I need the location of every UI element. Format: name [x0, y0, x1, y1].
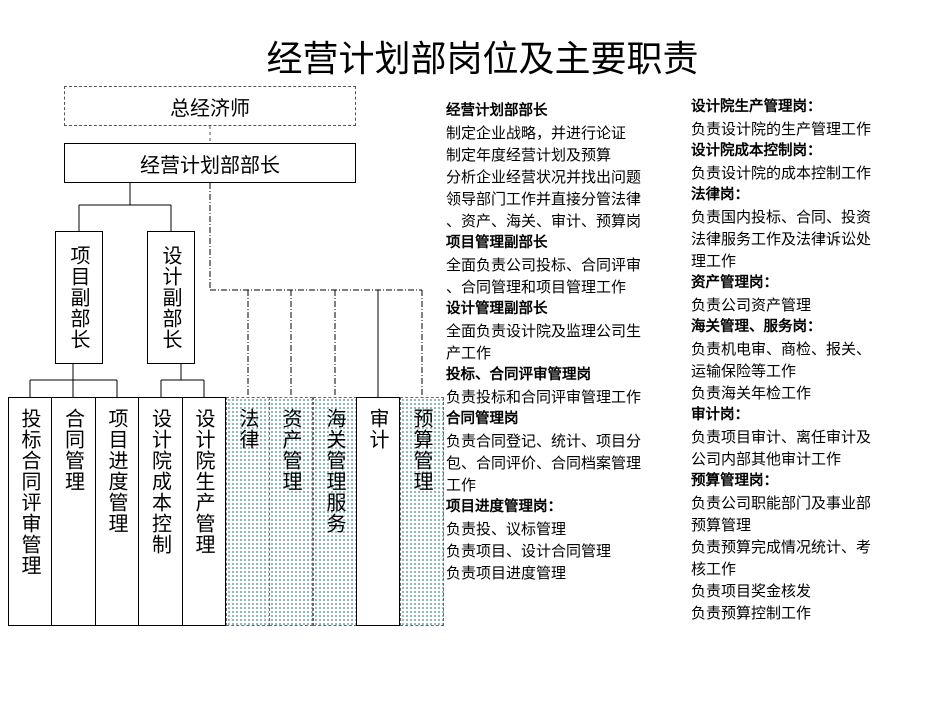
duty-line: 负责投、议标管理 [446, 520, 567, 538]
duty-line: 负责公司资产管理 [691, 296, 812, 314]
post-customs: 海关管理服务 [313, 397, 357, 626]
duty-line: 负责预算控制工作 [691, 604, 812, 622]
duty-line: 法律服务工作及法律诉讼处 [691, 230, 872, 248]
duty-heading: 项目进度管理岗： [446, 499, 562, 515]
page-title: 经营计划部岗位及主要职责 [266, 39, 699, 80]
duty-line: 负责项目进度管理 [446, 564, 567, 582]
duty-line: 负责投标和合同评审管理工作 [446, 388, 642, 406]
duties-left-column: 经营计划部部长制定企业战略，并进行论证制定年度经营计划及预算分析企业经营状况并找… [446, 100, 641, 584]
post-contract-management: 合同管理 [51, 397, 96, 626]
post-legal: 法律 [226, 397, 270, 626]
box-project-deputy-label: 项目副部长 [67, 245, 91, 350]
box-department-head: 经营计划部部长 [64, 143, 356, 183]
duty-heading: 设计管理副部长 [446, 301, 548, 317]
duty-line: 运输保险等工作 [691, 362, 797, 380]
box-design-deputy: 设计副部长 [147, 231, 195, 364]
post-label: 设计院成本控制 [148, 408, 173, 555]
duty-line: 核工作 [691, 560, 737, 578]
post-label: 预算管理 [410, 408, 434, 492]
post-label: 资产管理 [279, 408, 303, 492]
duty-heading: 经营计划部部长 [446, 103, 548, 119]
post-label: 法律 [236, 408, 260, 450]
duty-line: 负责预算完成情况统计、考 [691, 538, 872, 556]
post-label: 投标合同评审管理 [18, 408, 42, 576]
duty-line: 负责项目、设计合同管理 [446, 542, 612, 560]
duty-line: 负责项目审计、离任审计及 [691, 428, 872, 446]
duty-line: 领导部门工作并直接分管法律 [446, 190, 642, 208]
post-label: 审计 [366, 408, 390, 450]
duty-line: 负责合同登记、统计、项目分 [446, 432, 642, 450]
duty-line: 负责海关年检工作 [691, 384, 812, 402]
post-bid-contract-review: 投标合同评审管理 [8, 397, 52, 626]
duty-heading: 预算管理岗： [691, 473, 778, 489]
duty-line: 负责项目奖金核发 [691, 582, 812, 600]
duty-line: 制定企业战略，并进行论证 [446, 124, 627, 142]
duty-line: 负责设计院的生产管理工作 [691, 120, 872, 138]
box-design-deputy-label: 设计副部长 [159, 245, 183, 350]
duty-line: 、合同管理和项目管理工作 [446, 278, 627, 296]
box-project-deputy: 项目副部长 [55, 231, 103, 364]
duty-heading: 项目管理副部长 [446, 235, 548, 251]
post-audit: 审计 [356, 397, 400, 626]
box-chief-economist-label: 总经济师 [170, 95, 250, 120]
post-asset-management: 资产管理 [269, 397, 313, 626]
duty-line: 理工作 [691, 252, 737, 270]
duty-heading: 设计院生产管理岗： [691, 99, 822, 115]
post-project-schedule: 项目进度管理 [95, 397, 139, 626]
duty-line: 公司内部其他审计工作 [691, 450, 842, 468]
post-label: 海关管理服务 [323, 408, 347, 534]
duty-line: 产工作 [446, 344, 492, 362]
duty-heading: 合同管理岗 [446, 411, 519, 427]
box-department-head-label: 经营计划部部长 [140, 152, 280, 177]
duty-line: 工作 [446, 476, 477, 494]
post-label: 项目进度管理 [105, 408, 129, 534]
duty-heading: 投标、合同评审管理岗 [446, 367, 591, 383]
duty-line: 分析企业经营状况并找出问题 [446, 168, 642, 186]
duty-heading: 海关管理、服务岗： [691, 319, 822, 335]
duty-line: 预算管理 [691, 516, 752, 534]
duty-line: 负责机电审、商检、报关、 [691, 340, 872, 358]
duty-line: 制定年度经营计划及预算 [446, 146, 612, 164]
post-label: 设计院生产管理 [192, 408, 216, 555]
duty-heading: 法律岗： [691, 187, 749, 203]
duty-line: 负责国内投标、合同、投资 [691, 208, 872, 226]
post-cost-control: 设计院成本控制 [138, 397, 183, 626]
post-production-management: 设计院生产管理 [182, 397, 226, 626]
duty-heading: 资产管理岗： [691, 275, 778, 291]
post-budget-management: 预算管理 [400, 397, 444, 626]
post-label: 合同管理 [61, 408, 86, 492]
duty-line: 包、合同评价、合同档案管理 [446, 454, 642, 472]
duties-right-column: 设计院生产管理岗： 负责设计院的生产管理工作设计院成本控制岗： 负责设计院的成本控制… [691, 96, 871, 624]
duty-line: 负责设计院的成本控制工作 [691, 164, 872, 182]
duty-line: 负责公司职能部门及事业部 [691, 494, 872, 512]
box-chief-economist: 总经济师 [64, 86, 356, 126]
duty-line: 全面负责公司投标、合同评审 [446, 256, 642, 274]
duty-line: 、资产、海关、审计、预算岗 [446, 212, 642, 230]
duty-heading: 审计岗： [691, 407, 749, 423]
duty-line: 全面负责设计院及监理公司生 [446, 322, 642, 340]
duty-heading: 设计院成本控制岗： [691, 143, 822, 159]
